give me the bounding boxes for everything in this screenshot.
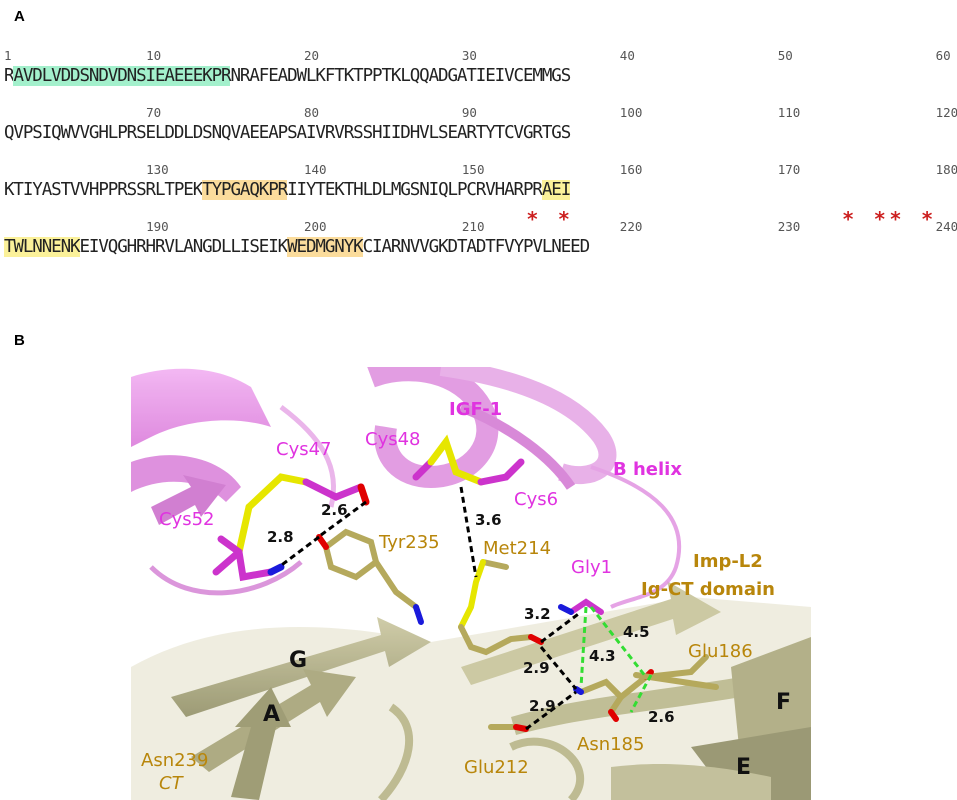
label-met214: Met214 [483,538,551,559]
highlight-orange-segment: TYPGAQKPR [202,180,288,200]
position-number: 150 [461,162,485,177]
structure-render: IGF-1 B helix Cys47 Cys48 Cys52 Cys6 Gly… [131,367,811,800]
label-glu186: Glu186 [688,641,753,662]
mutation-star: * [842,207,854,231]
position-number: 100 [619,105,643,120]
igf1-ribbons [131,367,682,609]
label-strand-g: G [289,648,307,673]
dist-4-3: 4.3 [589,647,616,665]
position-number: 130 [146,162,169,177]
mutation-star: * [558,207,570,231]
sequence-segment: NRAFEADWLKFTKTPPTKLQQADGATIEIVCEMMGS [230,66,571,86]
label-cys48: Cys48 [365,429,421,450]
position-number: 40 [619,48,635,63]
position-number: 120 [935,105,957,120]
dist-2-8: 2.8 [267,528,294,546]
dist-2-9-low: 2.9 [529,697,556,715]
distance-lines [278,486,653,731]
position-number: 210 [461,219,485,234]
position-number: 80 [304,105,320,120]
mutation-star: * [874,207,885,231]
dist-3-6: 3.6 [475,511,502,529]
stick-models [212,434,719,732]
label-igf1: IGF-1 [449,399,502,420]
position-number: 220 [619,219,643,234]
sequence-segment: EIVQGHRHRVLANGDLLISEIK [79,237,289,257]
position-number: 60 [935,48,951,63]
sequence-segment: IIYTEKTHLDLMGSNIQLPCRVHARPR [287,180,543,200]
position-ruler: 1 10 20 30 40 50 60 [4,48,954,65]
label-cys6: Cys6 [514,489,558,510]
label-cys52: Cys52 [159,509,215,530]
highlight-green-segment: AVDLVDDSNDVDNSIEAEEEKPR [13,66,232,86]
position-number: 10 [146,48,162,63]
dist-2-6-low: 2.6 [648,708,675,726]
panel-b-label: B [14,332,25,349]
label-impl2-line2: Ig-CT domain [641,579,775,600]
position-number: 190 [146,219,169,234]
position-number: 240 [935,219,957,234]
dist-2-6-top: 2.6 [321,501,348,519]
sequence-line: KTIYASTVVHPPRSSRLTPEKTYPGAQKPRIIYTEKTHLD… [4,179,954,201]
label-asn239: Asn239 [141,750,208,771]
sequence-segment: QVPSIQWVVGHLPRSELDDLDSNQVAEEAPSAIVRVRSSH… [4,123,571,143]
position-number: 170 [777,162,801,177]
position-number: 20 [304,48,320,63]
highlight-yellow-segment: TWLNNENK [4,237,81,257]
label-cys47: Cys47 [276,439,332,460]
mutation-star: * [890,207,901,231]
position-number: 70 [146,105,162,120]
impl2-ribbons [131,581,811,800]
position-ruler: 190 200 210 220 230 240 [4,219,957,236]
position-number: 30 [461,48,477,63]
sequence-line: QVPSIQWVVGHLPRSELDDLDSNQVAEEAPSAIVRVRSSH… [4,122,954,144]
mutation-star: * [921,207,933,231]
position-number: 140 [304,162,327,177]
position-number: 160 [619,162,643,177]
structure-labels: IGF-1 B helix Cys47 Cys48 Cys52 Cys6 Gly… [141,399,791,794]
mutation-stars: ****** [4,207,954,231]
highlight-orange-segment: WEDMGNYK [287,237,364,257]
position-number: 1 [4,48,12,63]
position-number: 230 [777,219,801,234]
position-number: 180 [935,162,957,177]
dist-4-5: 4.5 [623,623,650,641]
label-impl2-line1: Imp-L2 [693,551,763,572]
dist-3-2: 3.2 [524,605,551,623]
label-strand-e: E [736,755,751,780]
label-tyr235: Tyr235 [378,532,440,553]
label-strand-f: F [776,690,791,715]
label-gly1: Gly1 [571,557,612,578]
label-asn185: Asn185 [577,734,644,755]
position-number: 110 [777,105,801,120]
distance-labels: 2.6 2.8 3.6 3.2 2.9 4.3 4.5 2.9 2.6 [267,501,675,726]
label-strand-a: A [263,702,280,727]
mutation-star: * [527,207,538,231]
position-number: 90 [461,105,477,120]
sequence-segment: R [4,66,15,86]
label-glu212: Glu212 [464,757,529,778]
position-number: 50 [777,48,793,63]
label-b-helix: B helix [613,459,682,480]
dist-2-9-mid: 2.9 [523,659,550,677]
panel-a-label: A [14,8,25,25]
sequence-line: TWLNNENKEIVQGHRHRVLANGDLLISEIKWEDMGNYKCI… [4,236,954,258]
highlight-yellow-segment: AEI [541,180,571,200]
sequence-segment: CIARNVVGKDTADTFVYPVLNEED [362,237,591,257]
position-ruler: 70 80 90 100 110 120 [4,105,957,122]
sequence-segment: KTIYASTVVHPPRSSRLTPEK [4,180,203,200]
label-ct: CT [159,773,185,794]
position-number: 200 [304,219,327,234]
sequence-line: RAVDLVDDSNDVDNSIEAEEEKPRNRAFEADWLKFTKTPP… [4,65,954,87]
position-ruler: 130 140 150 160 170 180 [4,162,957,179]
